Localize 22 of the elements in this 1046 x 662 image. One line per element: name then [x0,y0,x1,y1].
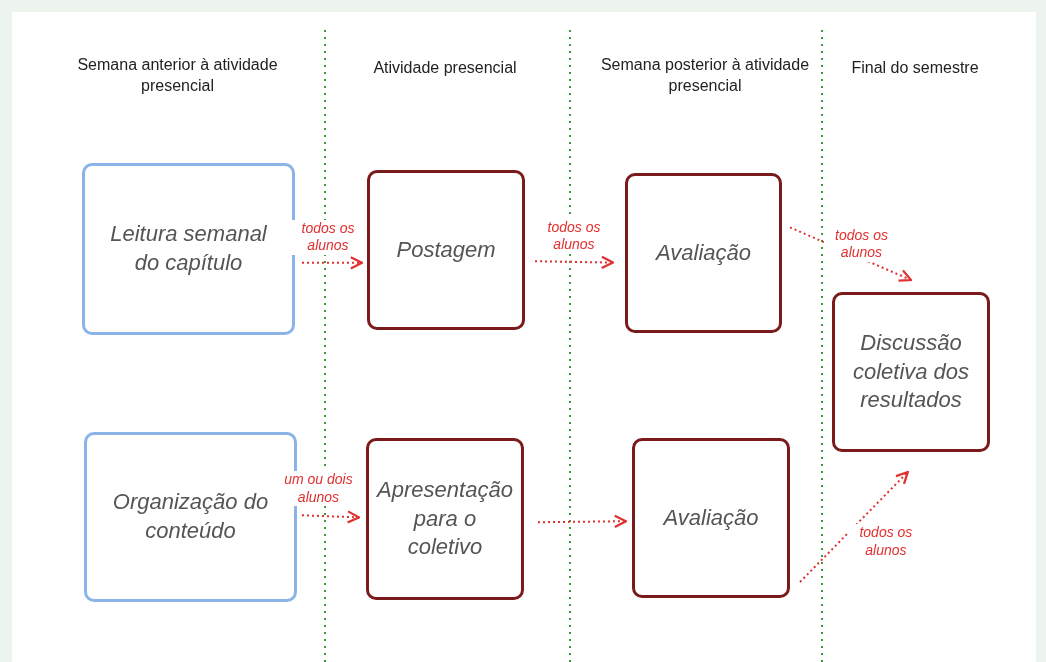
process-box [625,173,782,333]
arrow [537,514,628,529]
column-header: Final do semestre [850,58,980,78]
box-text: Postagem [396,235,496,264]
process-box [632,438,790,598]
box-text: Apresentação para o coletivo [375,476,514,562]
box-text: Discussão coletiva dos resultados [851,329,971,415]
arrow [799,470,909,583]
arrow [301,510,361,524]
box-text: Avaliação [663,503,759,532]
box-text: Leitura semanal do capítulo [109,220,268,277]
process-box [366,438,524,600]
process-box [832,292,990,452]
column-header: Semana anterior à atividade presencial [76,55,279,96]
box-text: Organização do conteúdo [111,488,270,545]
process-box [82,163,295,335]
column-header: Semana posterior à atividade presencial [599,55,811,96]
process-box [367,170,525,330]
arrow [301,256,364,270]
column-header: Atividade presencial [372,58,518,78]
arrow [534,255,615,270]
box-text: Avaliação [656,238,751,267]
